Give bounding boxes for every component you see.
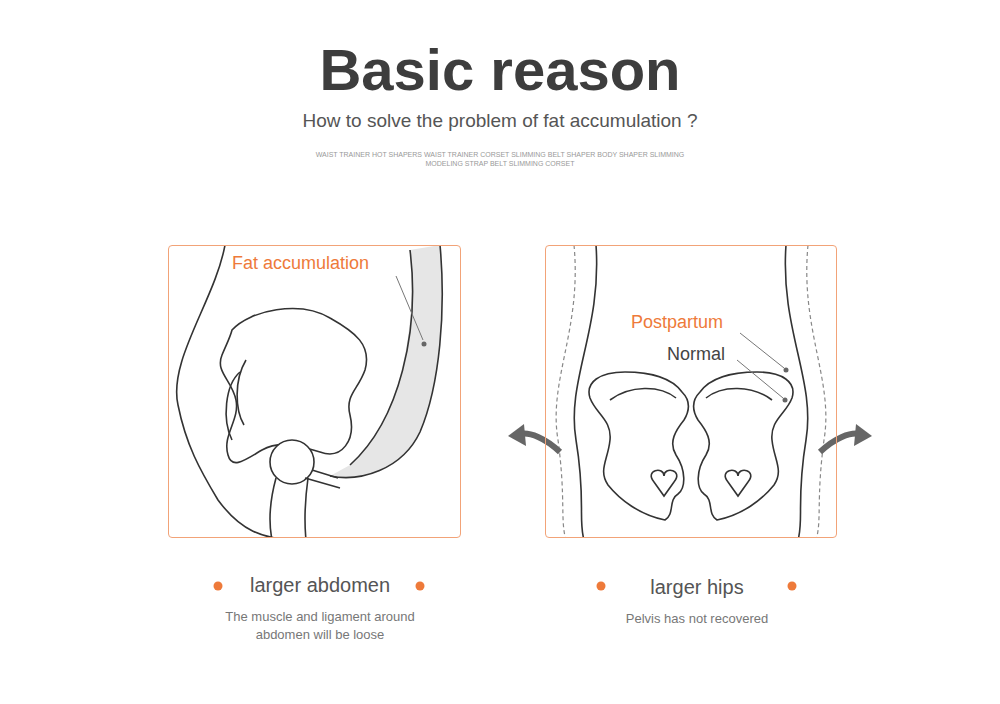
callout-label: Normal: [664, 343, 728, 366]
leader-dot: [783, 398, 788, 403]
callout-label: Postpartum: [628, 311, 726, 334]
expand-arrow: [820, 434, 860, 452]
caption-note: Pelvis has not recovered: [577, 610, 817, 628]
illustration-panel: Fat accumulation: [168, 245, 461, 538]
leader-line: [396, 276, 423, 340]
hips-figure: [556, 246, 826, 537]
expand-arrow-head: [508, 424, 526, 446]
leader-line: [740, 333, 784, 368]
bullet-dot: [597, 582, 606, 591]
caption-heading: larger hips: [608, 575, 786, 599]
leader-dot: [422, 342, 427, 347]
bullet-dot: [788, 582, 797, 591]
illustration-panel: PostpartumNormal: [545, 245, 837, 538]
tag-text: WAIST TRAINER HOT SHAPERS WAIST TRAINER …: [310, 150, 690, 168]
subtitle: How to solve the problem of fat accumula…: [200, 110, 800, 132]
callout-label: Fat accumulation: [229, 252, 372, 275]
bullet-dot: [214, 582, 223, 591]
bullet-dot: [416, 582, 425, 591]
caption-heading: larger abdomen: [225, 573, 415, 597]
abdomen-figure: [177, 246, 443, 537]
leader-dot: [784, 368, 789, 373]
expand-arrow-head: [854, 424, 872, 446]
expand-arrow: [520, 434, 560, 452]
caption-note: The muscle and ligament around abdomen w…: [200, 608, 440, 644]
page-title: Basic reason: [0, 36, 1000, 104]
leader-line: [737, 360, 783, 398]
